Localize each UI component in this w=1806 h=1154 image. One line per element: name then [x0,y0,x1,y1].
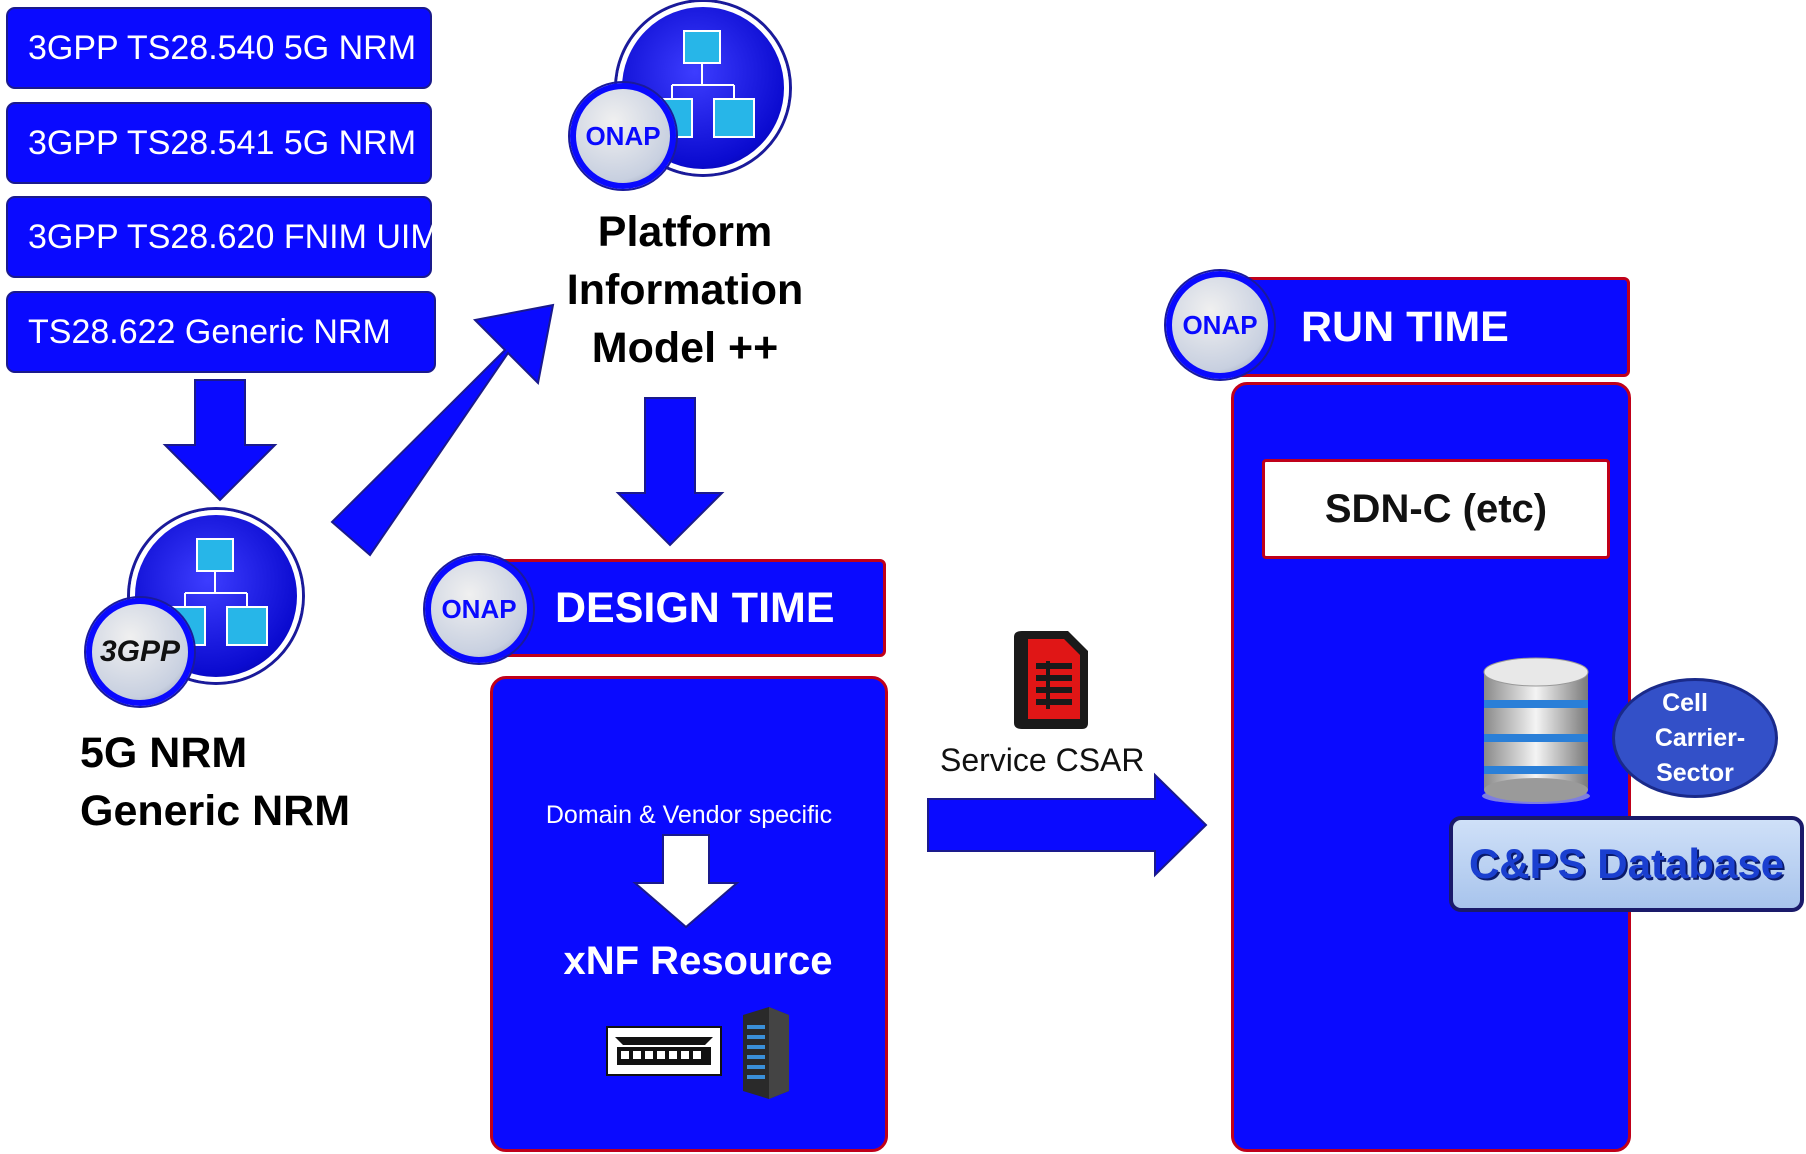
3gpp-logo: 3GPP [86,598,194,706]
3gpp-logo-text: 3GPP [99,635,181,668]
design-time-banner: DESIGN TIME [478,559,886,657]
xnf-resource-label: xNF Resource [563,939,833,983]
sdn-c-label: SDN-C (etc) [1324,486,1548,531]
platform-label-line2: Information [566,266,804,314]
platform-label-line1: Platform [597,208,773,256]
onap-logo: ONAP [570,83,676,189]
design-time-subtitle: Domain & Vendor specific [545,801,833,829]
standard-box-ts28540: 3GPP TS28.540 5G NRM [6,7,432,89]
bubble-line3: Sector [1656,758,1734,787]
right-arrow-runtime [927,772,1208,878]
platform-label: Platform Information Model ++ [555,203,815,377]
nrm-label-line1: 5G NRM [80,729,248,777]
standard-label: 3GPP TS28.540 5G NRM [28,28,417,67]
onap-logo-text: ONAP [441,593,517,624]
platform-label-line3: Model ++ [591,324,779,372]
nrm-label: 5G NRM Generic NRM [80,724,350,840]
down-arrow-nrm [162,379,278,502]
standard-box-ts28622: TS28.622 Generic NRM [6,291,436,373]
service-csar-label: Service CSAR [940,742,1145,778]
bubble-line2: Carrier- [1654,723,1746,752]
run-time-panel: SDN-C (etc) [1231,382,1631,1152]
bubble-line1: Cell [1662,688,1708,717]
document-icon [1014,631,1088,729]
design-time-title: DESIGN TIME [555,583,835,632]
onap-logo: ONAP [425,555,533,663]
server-rack-icon [743,1007,789,1099]
standard-label: 3GPP TS28.541 5G NRM [28,123,417,162]
cell-carrier-sector-bubble: Cell Carrier- Sector [1612,678,1778,798]
white-down-arrow [632,834,740,929]
diagonal-arrow-platform [330,303,555,557]
cps-database-box: C&PS Database [1449,816,1804,912]
design-time-panel: Domain & Vendor specific xNF Resource [490,676,888,1152]
down-arrow-design [615,397,725,547]
standard-label: TS28.622 Generic NRM [28,312,391,351]
database-icon [1482,657,1590,804]
standard-box-ts28541: 3GPP TS28.541 5G NRM [6,102,432,184]
onap-logo-text: ONAP [585,120,661,151]
onap-logo: ONAP [1166,271,1274,379]
onap-logo-text: ONAP [1182,309,1258,340]
standard-label: 3GPP TS28.620 FNIM UIM [28,217,439,256]
switch-icon [606,1026,722,1076]
sdn-c-box: SDN-C (etc) [1262,459,1610,559]
run-time-title: RUN TIME [1301,302,1509,351]
standard-box-ts28620: 3GPP TS28.620 FNIM UIM [6,196,439,278]
cps-database-label: C&PS Database [1468,840,1785,887]
run-time-banner: RUN TIME [1226,277,1630,377]
nrm-label-line2: Generic NRM [80,787,351,835]
